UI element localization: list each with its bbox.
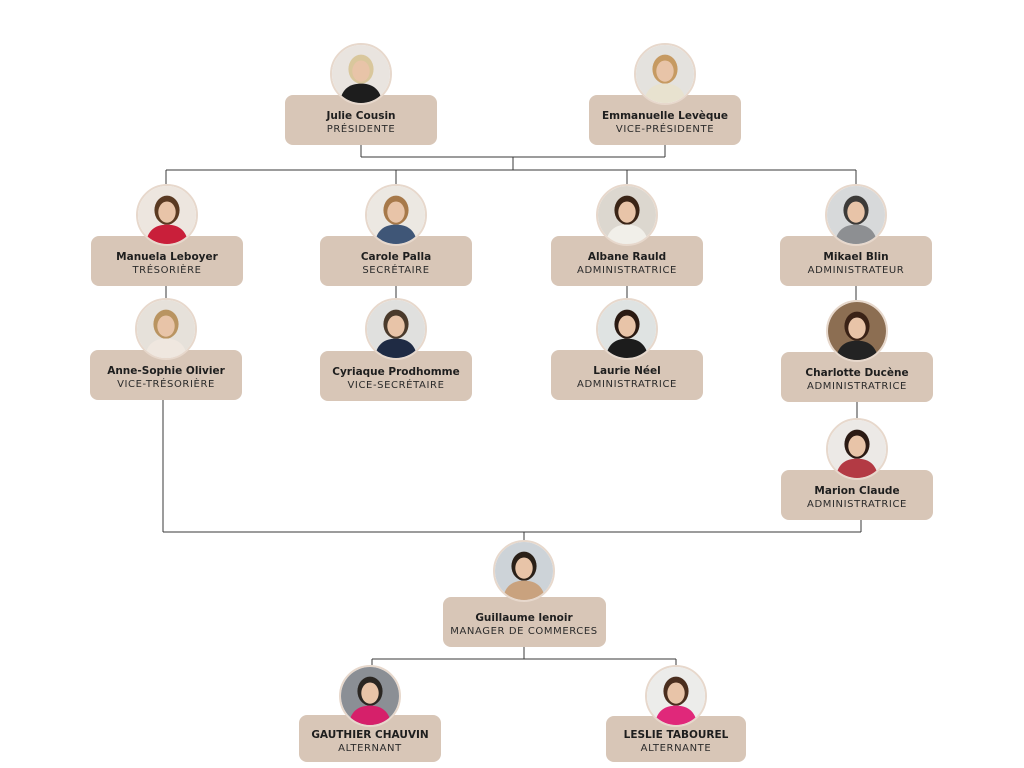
person-name: Emmanuelle Levèque — [601, 110, 729, 122]
avatar — [826, 300, 888, 362]
person-name: GAUTHIER CHAUVIN — [311, 728, 429, 741]
avatar — [136, 184, 198, 246]
avatar — [365, 184, 427, 246]
avatar — [596, 298, 658, 360]
avatar — [365, 298, 427, 360]
person-role: ADMINISTRATRICE — [807, 499, 907, 510]
avatar — [826, 418, 888, 480]
person-role: ALTERNANT — [338, 742, 402, 754]
person-role: VICE-TRÉSORIÈRE — [117, 379, 215, 390]
avatar — [493, 540, 555, 602]
avatar — [645, 665, 707, 727]
person-name: Charlotte Ducène — [805, 367, 909, 379]
avatar — [330, 43, 392, 105]
person-name: Carole Palla — [360, 251, 432, 263]
avatar — [596, 184, 658, 246]
person-role: TRÉSORIÈRE — [132, 265, 202, 276]
person-role: ADMINISTRATRICE — [577, 265, 677, 276]
person-name: Cyriaque Prodhomme — [332, 366, 460, 378]
avatar — [825, 184, 887, 246]
person-role: ADMINISTRATEUR — [807, 265, 905, 276]
person-role: ADMINISTRATRICE — [807, 381, 907, 392]
person-role: ADMINISTRATRICE — [577, 379, 677, 390]
person-name: Albane Rauld — [587, 251, 667, 263]
person-name: Marion Claude — [814, 485, 900, 497]
person-role: PRÉSIDENTE — [326, 124, 396, 135]
person-name: Anne-Sophie Olivier — [107, 365, 225, 377]
person-role: ALTERNANTE — [640, 743, 712, 754]
avatar — [339, 665, 401, 727]
person-name: Laurie Néel — [593, 365, 661, 377]
person-name: Julie Cousin — [326, 110, 396, 122]
avatar — [135, 298, 197, 360]
person-name: Guillaume lenoir — [475, 612, 573, 624]
person-name: LESLIE TABOUREL — [623, 729, 729, 741]
person-role: VICE-PRÉSIDENTE — [615, 124, 715, 135]
person-name: Manuela Leboyer — [116, 251, 218, 263]
person-name: Mikael Blin — [823, 251, 889, 263]
person-role: SECRÉTAIRE — [362, 265, 430, 276]
person-role: MANAGER DE COMMERCES — [450, 626, 598, 637]
person-role: VICE-SECRÉTAIRE — [347, 380, 445, 391]
avatar — [634, 43, 696, 105]
